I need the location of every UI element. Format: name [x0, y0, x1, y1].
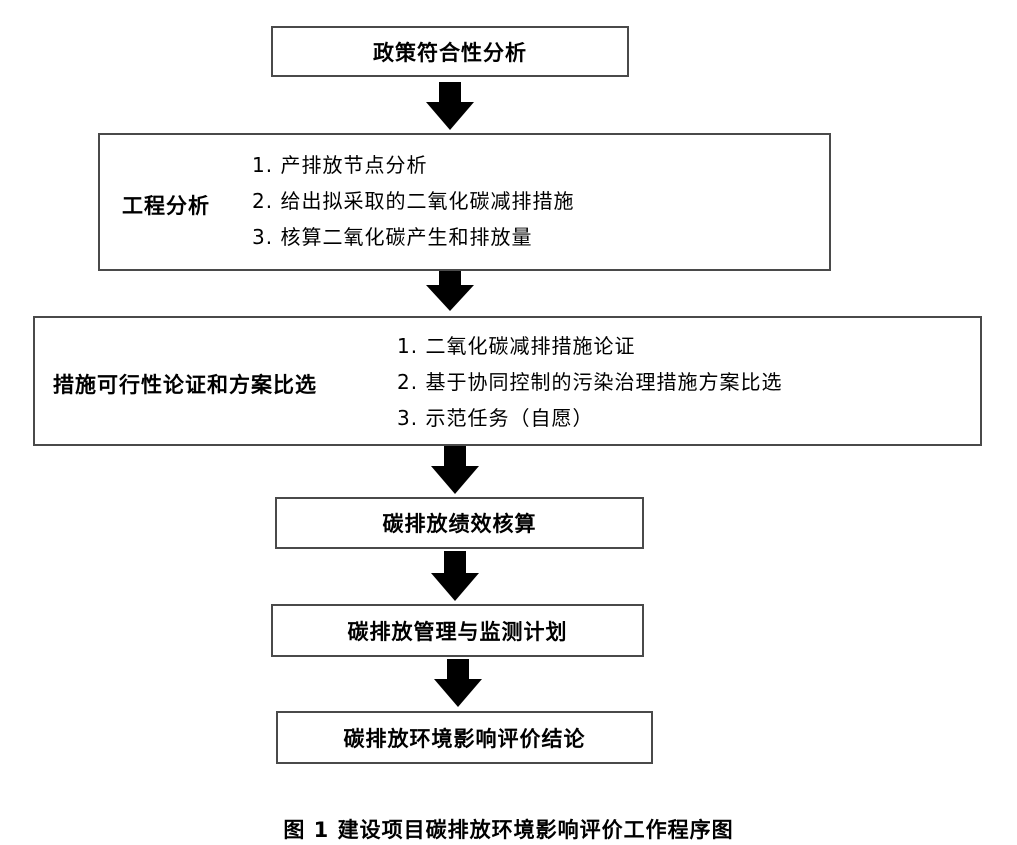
engineering-analysis-label: 工程分析	[122, 194, 210, 218]
list-item: 1. 产排放节点分析	[252, 153, 428, 177]
list-item: 2. 给出拟采取的二氧化碳减排措施	[252, 189, 575, 213]
step-engineering-analysis: 工程分析 1. 产排放节点分析 2. 给出拟采取的二氧化碳减排措施 3. 核算二…	[98, 133, 831, 271]
figure-caption: 图 1 建设项目碳排放环境影响评价工作程序图	[283, 818, 734, 842]
step-assessment-conclusion: 碳排放环境影响评价结论	[276, 711, 653, 764]
step-management-monitoring: 碳排放管理与监测计划	[271, 604, 644, 657]
step-policy-compliance: 政策符合性分析	[271, 26, 629, 77]
engineering-analysis-items: 1. 产排放节点分析 2. 给出拟采取的二氧化碳减排措施 3. 核算二氧化碳产生…	[252, 147, 574, 255]
step-carbon-performance-label: 碳排放绩效核算	[382, 512, 537, 536]
feasibility-comparison-items: 1. 二氧化碳减排措施论证 2. 基于协同控制的污染治理措施方案比选 3. 示范…	[397, 328, 782, 436]
step-assessment-conclusion-label: 碳排放环境影响评价结论	[343, 726, 586, 751]
list-item: 1. 二氧化碳减排措施论证	[397, 334, 636, 358]
step-management-monitoring-label: 碳排放管理与监测计划	[347, 619, 568, 644]
feasibility-comparison-label: 措施可行性论证和方案比选	[53, 373, 317, 397]
step-feasibility-comparison: 措施可行性论证和方案比选 1. 二氧化碳减排措施论证 2. 基于协同控制的污染治…	[33, 316, 982, 446]
step-carbon-performance: 碳排放绩效核算	[275, 497, 644, 549]
list-item: 3. 核算二氧化碳产生和排放量	[252, 225, 533, 249]
list-item: 2. 基于协同控制的污染治理措施方案比选	[397, 370, 783, 394]
list-item: 3. 示范任务（自愿）	[397, 406, 594, 430]
step-policy-compliance-label: 政策符合性分析	[373, 40, 527, 65]
